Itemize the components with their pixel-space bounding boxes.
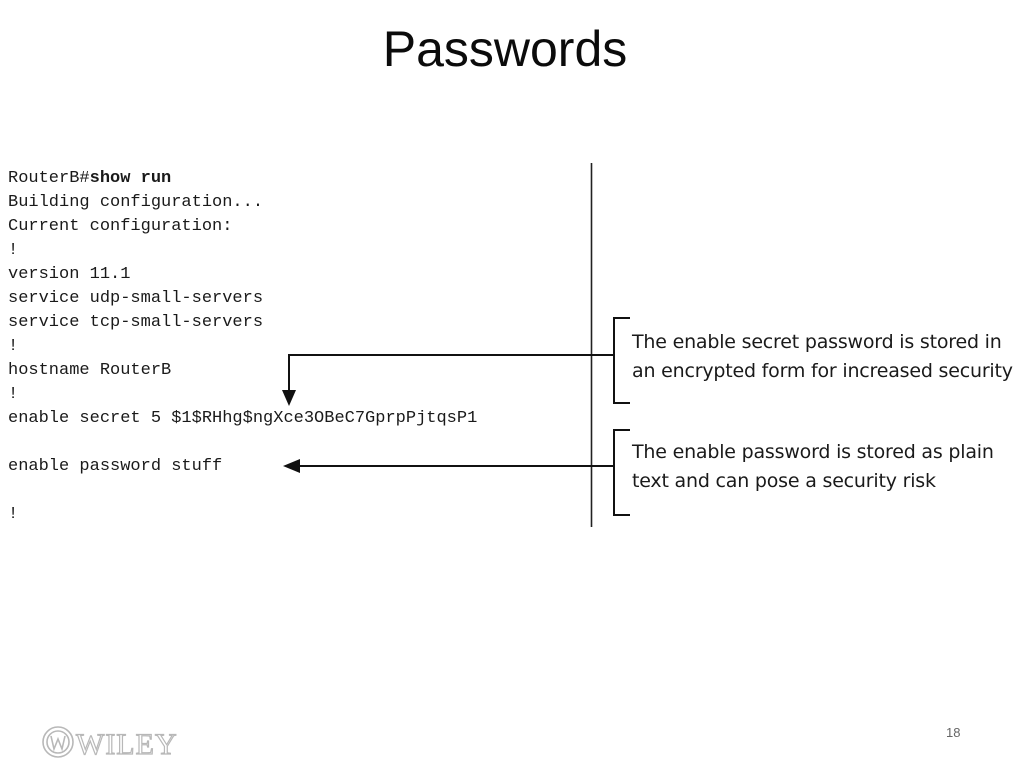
config-line: service udp-small-servers <box>8 289 264 308</box>
secret-callout-bracket <box>613 317 630 404</box>
password-arrowhead <box>283 459 300 473</box>
callout-text: The enable secret password is stored in <box>632 331 1002 353</box>
config-line: ! <box>8 241 19 260</box>
command-line: RouterB#show run <box>8 168 171 190</box>
secret-arrowhead <box>282 390 296 406</box>
config-line: Current configuration: <box>8 217 233 236</box>
config-line: version 11.1 <box>8 265 131 284</box>
config-line: ! <box>8 385 19 404</box>
secret-connector-line <box>288 354 614 392</box>
config-line: ! <box>8 337 19 356</box>
slide-title: Passwords <box>382 21 628 77</box>
enable-secret-callout: The enable secret password is stored in … <box>632 328 1024 386</box>
wiley-crest-icon <box>42 726 74 758</box>
config-line: ! <box>8 505 19 524</box>
page-number: 18 <box>946 725 961 740</box>
wiley-wordmark: WILEY <box>76 728 178 761</box>
config-line: service tcp-small-servers <box>8 313 264 332</box>
wiley-logo: WILEY <box>42 726 178 762</box>
command: show run <box>89 169 172 188</box>
config-line: hostname RouterB <box>8 361 172 380</box>
callout-text: text and can pose a security risk <box>632 470 936 492</box>
password-callout-bracket <box>613 429 630 516</box>
prompt: RouterB# <box>8 169 90 188</box>
callout-text: an encrypted form for increased security <box>632 360 1013 382</box>
enable-secret-line: enable secret 5 $1$RHhg$ngXce3OBeC7GprpP… <box>8 409 478 428</box>
enable-password-callout: The enable password is stored as plain t… <box>632 438 1024 496</box>
callout-text: The enable password is stored as plain <box>632 441 994 463</box>
config-line: Building configuration... <box>8 193 264 212</box>
enable-password-line: enable password stuff <box>8 457 223 476</box>
